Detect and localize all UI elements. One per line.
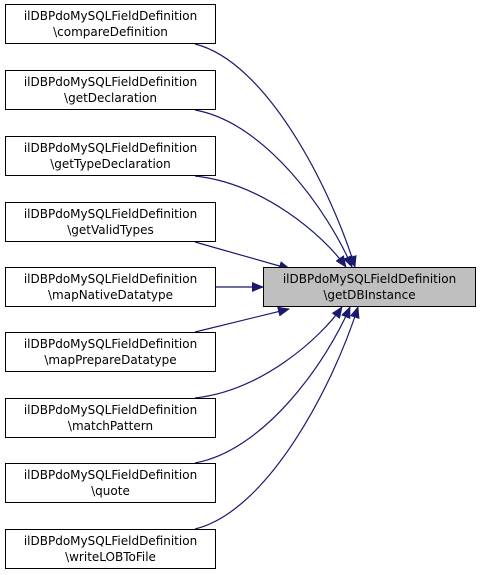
caller-node-compare-definition[interactable]: ilDBPdoMySQLFieldDefinition \compareDefi… bbox=[5, 4, 216, 44]
caller-class-label: ilDBPdoMySQLFieldDefinition bbox=[23, 141, 198, 155]
target-method-label: \getDBInstance bbox=[323, 288, 416, 302]
caller-method-label: \writeLOBToFile bbox=[65, 550, 156, 564]
call-edge bbox=[194, 109, 353, 268]
caller-method-label: \getTypeDeclaration bbox=[50, 157, 171, 171]
call-edge bbox=[194, 43, 357, 268]
caller-node-map-prepare-datatype[interactable]: ilDBPdoMySQLFieldDefinition \mapPrepareD… bbox=[5, 332, 216, 372]
caller-class-label: ilDBPdoMySQLFieldDefinition bbox=[23, 272, 198, 286]
caller-class-label: ilDBPdoMySQLFieldDefinition bbox=[23, 75, 198, 89]
caller-method-label: \mapNativeDatatype bbox=[47, 288, 173, 302]
caller-method-label: \compareDefinition bbox=[53, 25, 168, 39]
caller-node-match-pattern[interactable]: ilDBPdoMySQLFieldDefinition \matchPatter… bbox=[5, 398, 216, 438]
call-edge bbox=[194, 175, 347, 268]
caller-node-map-native-datatype[interactable]: ilDBPdoMySQLFieldDefinition \mapNativeDa… bbox=[5, 267, 216, 307]
caller-method-label: \matchPattern bbox=[67, 419, 154, 433]
caller-class-label: ilDBPdoMySQLFieldDefinition bbox=[23, 403, 198, 417]
caller-class-label: ilDBPdoMySQLFieldDefinition bbox=[23, 337, 198, 351]
caller-method-label: \getValidTypes bbox=[67, 223, 154, 237]
caller-method-label: \getDeclaration bbox=[64, 91, 157, 105]
caller-node-get-valid-types[interactable]: ilDBPdoMySQLFieldDefinition \getValidTyp… bbox=[5, 202, 216, 242]
call-edge bbox=[194, 306, 351, 464]
caller-node-quote[interactable]: ilDBPdoMySQLFieldDefinition \quote bbox=[5, 463, 216, 503]
call-edge bbox=[194, 306, 290, 333]
caller-class-label: ilDBPdoMySQLFieldDefinition bbox=[23, 9, 198, 23]
caller-method-label: \quote bbox=[91, 484, 130, 498]
caller-class-label: ilDBPdoMySQLFieldDefinition bbox=[23, 534, 198, 548]
caller-node-write-lob-to-file[interactable]: ilDBPdoMySQLFieldDefinition \writeLOBToF… bbox=[5, 529, 216, 569]
caller-method-label: \mapPrepareDatatype bbox=[44, 353, 177, 367]
call-edge bbox=[194, 241, 291, 271]
target-node-get-db-instance: ilDBPdoMySQLFieldDefinition \getDBInstan… bbox=[263, 267, 476, 307]
call-edge bbox=[194, 306, 360, 530]
call-edge bbox=[194, 306, 343, 399]
target-class-label: ilDBPdoMySQLFieldDefinition bbox=[282, 272, 457, 286]
caller-class-label: ilDBPdoMySQLFieldDefinition bbox=[23, 207, 198, 221]
caller-node-get-type-declaration[interactable]: ilDBPdoMySQLFieldDefinition \getTypeDecl… bbox=[5, 136, 216, 176]
caller-class-label: ilDBPdoMySQLFieldDefinition bbox=[23, 468, 198, 482]
caller-node-get-declaration[interactable]: ilDBPdoMySQLFieldDefinition \getDeclarat… bbox=[5, 70, 216, 110]
